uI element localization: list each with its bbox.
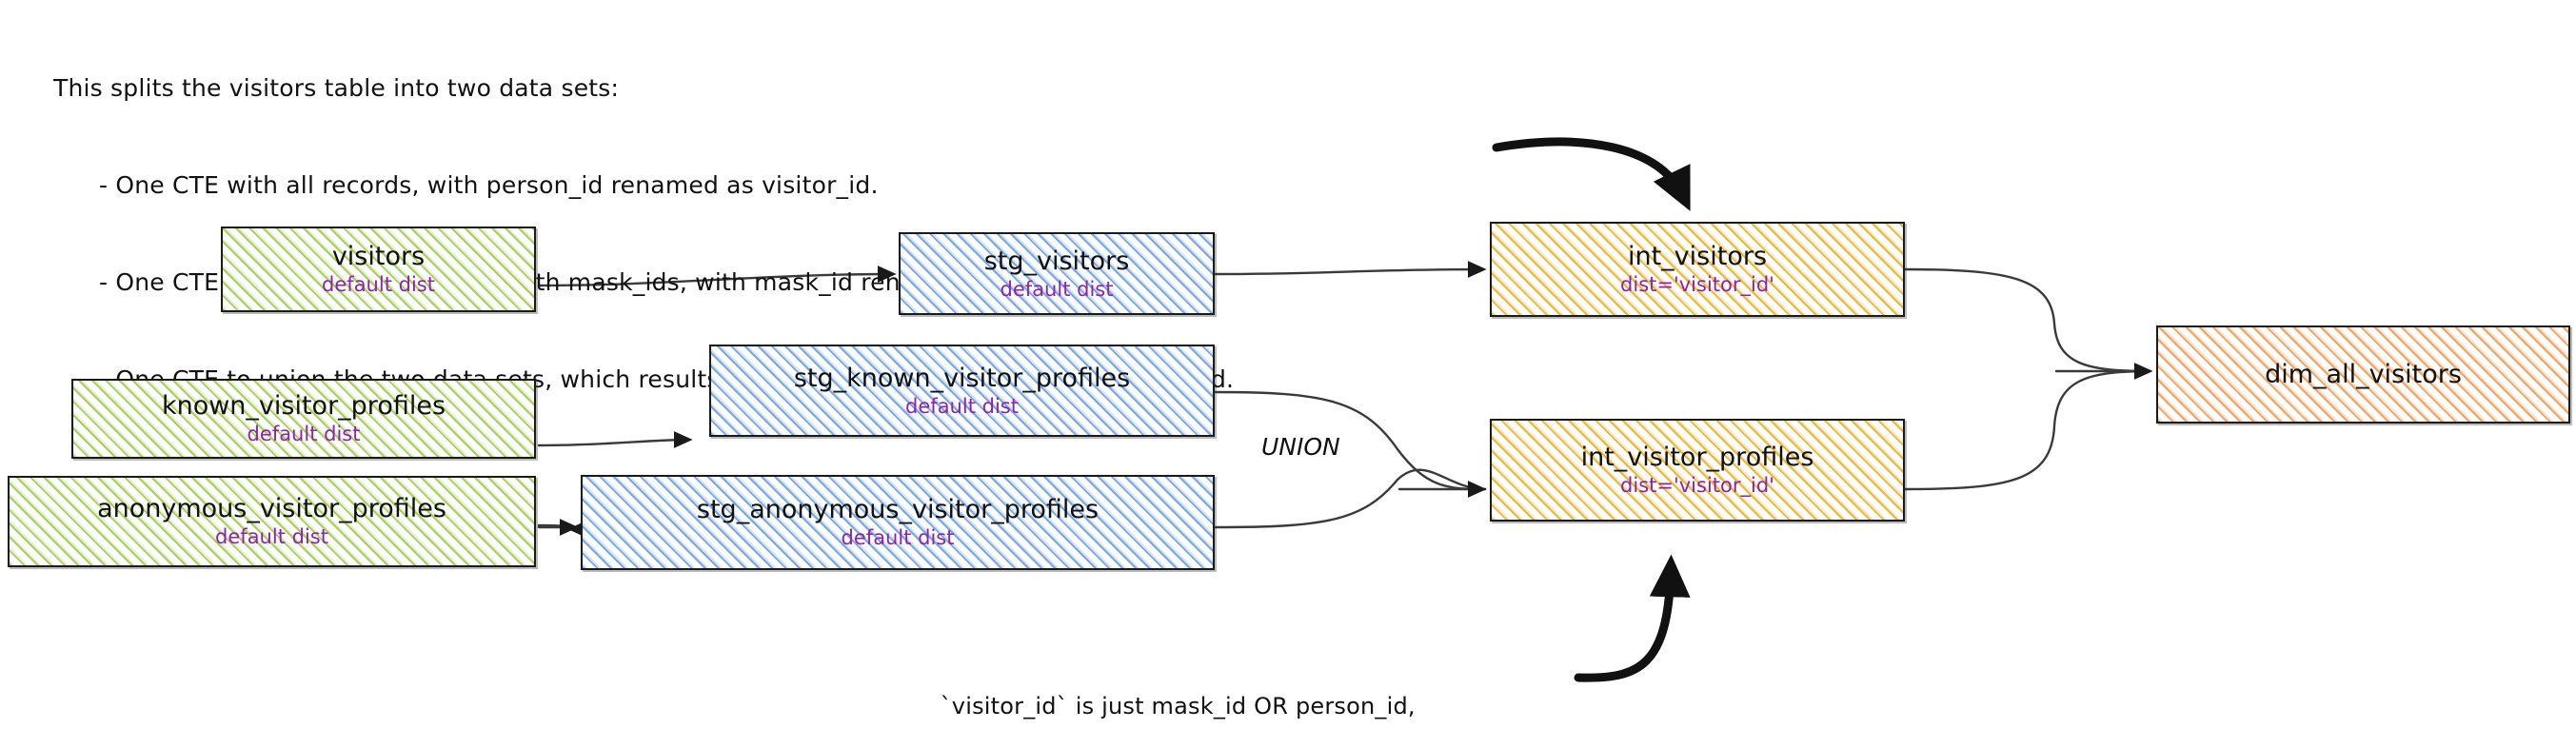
node-anonymous-visitor-profiles-subtitle: default dist (215, 525, 328, 548)
annotation-arrow-top (1492, 137, 1691, 211)
node-int-visitor-profiles[interactable]: int_visitor_profiles dist='visitor_id' (1490, 419, 1905, 522)
union-edge-label: UNION (1261, 433, 1340, 461)
edge-stg-visitors-to-int-visitors (1214, 261, 1487, 279)
node-stg-anonymous-visitor-profiles-subtitle: default dist (841, 526, 955, 549)
node-dim-all-visitors-title: dim_all_visitors (2265, 360, 2462, 389)
node-dim-all-visitors[interactable]: dim_all_visitors (2156, 325, 2570, 424)
node-stg-anonymous-visitor-profiles[interactable]: stg_anonymous_visitor_profiles default d… (581, 475, 1215, 570)
node-int-visitors-subtitle: dist='visitor_id' (1620, 273, 1774, 296)
node-known-visitor-profiles[interactable]: known_visitor_profiles default dist (71, 379, 536, 459)
node-int-visitor-profiles-title: int_visitor_profiles (1580, 443, 1814, 472)
top-note-bullet-1: - One CTE with all records, with person_… (99, 171, 879, 199)
node-known-visitor-profiles-title: known_visitor_profiles (161, 391, 446, 421)
edge-int-visitors-to-dim (1903, 267, 2151, 373)
node-stg-visitors-subtitle: default dist (1000, 277, 1114, 301)
bottom-annotation-note: `visitor_id` is just mask_id OR person_i… (909, 623, 1446, 749)
node-stg-known-visitor-profiles-subtitle: default dist (905, 394, 1019, 418)
node-int-visitors-title: int_visitors (1627, 242, 1768, 271)
node-stg-visitors[interactable]: stg_visitors default dist (899, 232, 1215, 315)
node-stg-visitors-title: stg_visitors (983, 246, 1130, 276)
node-stg-anonymous-visitor-profiles-title: stg_anonymous_visitor_profiles (696, 495, 1100, 524)
node-visitors-subtitle: default dist (322, 273, 435, 296)
node-anonymous-visitor-profiles-title: anonymous_visitor_profiles (97, 494, 446, 523)
annotation-arrow-bottom (1574, 554, 1691, 682)
node-int-visitors[interactable]: int_visitors dist='visitor_id' (1490, 222, 1905, 317)
node-stg-known-visitor-profiles[interactable]: stg_known_visitor_profiles default dist (709, 345, 1215, 437)
edge-stg-known-to-int-visitor-profiles (1214, 390, 1487, 491)
node-stg-known-visitor-profiles-title: stg_known_visitor_profiles (793, 363, 1131, 393)
top-note-lead: This splits the visitors table into two … (53, 74, 620, 102)
node-anonymous-visitor-profiles[interactable]: anonymous_visitor_profiles default dist (8, 476, 536, 567)
bottom-note-line-1: `visitor_id` is just mask_id OR person_i… (940, 693, 1416, 719)
edge-anonymous-to-stg-anonymous (537, 520, 587, 538)
node-visitors-title: visitors (331, 242, 426, 271)
node-int-visitor-profiles-subtitle: dist='visitor_id' (1620, 474, 1774, 497)
edge-stg-anonymous-to-int-visitor-profiles (1214, 468, 1487, 529)
node-visitors[interactable]: visitors default dist (221, 227, 536, 312)
edge-int-visitor-profiles-to-dim (1903, 369, 2151, 491)
node-known-visitor-profiles-subtitle: default dist (247, 423, 361, 445)
